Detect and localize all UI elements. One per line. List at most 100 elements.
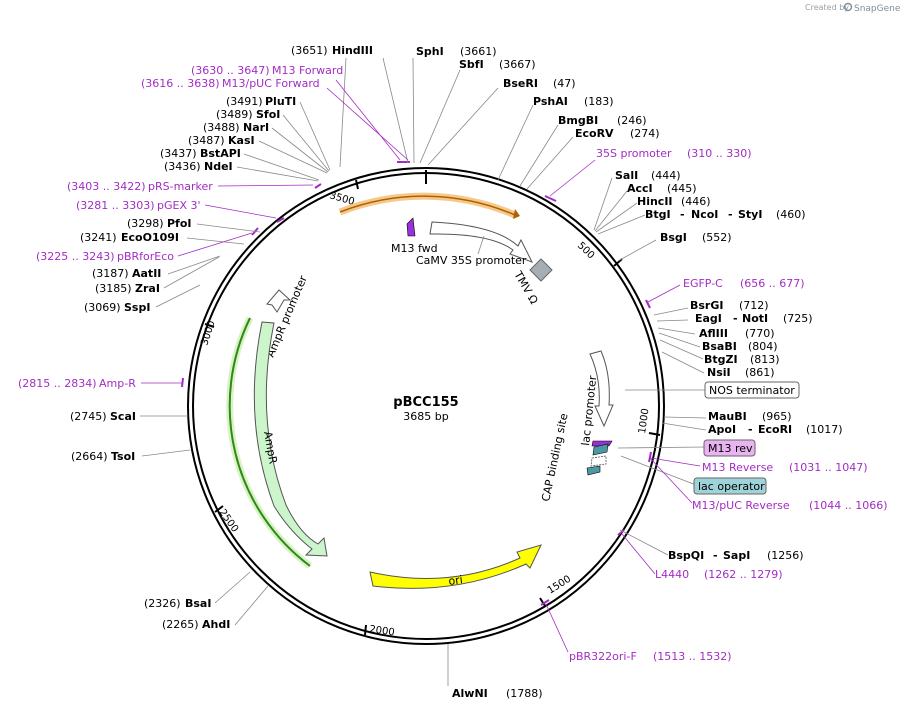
credit-brand: SnapGene (854, 4, 901, 14)
enzyme-hindiii[interactable]: HindIII (332, 44, 373, 57)
cap-binding-site-feature[interactable] (586, 465, 601, 476)
svg-text:-: - (680, 208, 685, 221)
svg-text:-: - (733, 312, 738, 325)
primer-l4440[interactable]: L4440 (655, 568, 689, 581)
enzyme-sapi[interactable]: SapI (723, 549, 750, 562)
primer-pbrforeco[interactable]: pBRforEco (117, 250, 174, 263)
enzyme-pfoi[interactable]: PfoI (167, 217, 192, 230)
enzyme-acci[interactable]: AccI (627, 182, 653, 195)
enzyme-aatii[interactable]: AatII (132, 267, 161, 280)
tick-label-1000: 1000 (637, 408, 651, 435)
svg-text:(3437): (3437) (160, 147, 197, 160)
tmv-omega-feature[interactable] (529, 258, 553, 282)
primer-m13-reverse[interactable]: M13 Reverse (702, 461, 773, 474)
tick-mark-2000 (364, 624, 367, 636)
primer-amp-r[interactable]: Amp-R (99, 377, 136, 390)
svg-text:(3489): (3489) (216, 108, 253, 121)
enzyme-hincii[interactable]: HincII (637, 195, 673, 208)
svg-text:(3403 .. 3422): (3403 .. 3422) (67, 180, 146, 193)
enzyme-nari[interactable]: NarI (243, 121, 269, 134)
enzyme-ecori[interactable]: EcoRI (758, 423, 792, 436)
enzyme-sbfi[interactable]: SbfI (459, 58, 484, 71)
enzyme-ndei[interactable]: NdeI (204, 160, 233, 173)
svg-text:(3616 .. 3638): (3616 .. 3638) (141, 77, 220, 90)
m13-rev-box[interactable] (703, 439, 756, 457)
enzyme-noti[interactable]: NotI (742, 312, 768, 325)
svg-text:(3488): (3488) (203, 121, 240, 134)
enzyme-apoi[interactable]: ApoI (708, 423, 736, 436)
svg-text:(861): (861) (745, 366, 775, 379)
enzyme-ahdi[interactable]: AhdI (202, 618, 230, 631)
primer-m13-puc-reverse[interactable]: M13/pUC Reverse (692, 499, 790, 512)
svg-text:(2815 .. 2834): (2815 .. 2834) (18, 377, 97, 390)
enzyme-sspi[interactable]: SspI (124, 301, 150, 314)
enzyme-kasi[interactable]: KasI (228, 134, 255, 147)
primer-35s-promoter[interactable]: 35S promoter (596, 147, 672, 160)
enzyme-sphi[interactable]: SphI (416, 45, 444, 58)
svg-text:(444): (444) (651, 169, 681, 182)
enzyme-nsii[interactable]: NsiI (707, 366, 731, 379)
enzyme-maubi[interactable]: MauBI (708, 410, 747, 423)
enzyme-scai[interactable]: ScaI (110, 410, 136, 423)
ampr-label: AmpR (261, 430, 280, 465)
enzyme-pshai[interactable]: PshAI (533, 95, 568, 108)
tick-mark-3000 (204, 323, 215, 328)
plasmid-size: 3685 bp (403, 410, 448, 423)
svg-text:(183): (183) (584, 95, 614, 108)
ampr-promoter-feature[interactable] (266, 289, 292, 313)
enzyme-zrai[interactable]: ZraI (135, 282, 160, 295)
enzyme-sfoi[interactable]: SfoI (256, 108, 280, 121)
svg-text:(804): (804) (748, 340, 778, 353)
ori-feature[interactable] (369, 544, 542, 589)
enzyme-bsabi[interactable]: BsaBI (702, 340, 737, 353)
svg-text:(656 .. 677): (656 .. 677) (740, 277, 805, 290)
primer-m13-forward[interactable]: M13 Forward (272, 64, 343, 77)
enzyme-btgi[interactable]: BtgI (645, 208, 671, 221)
enzyme-ecorv[interactable]: EcoRV (575, 127, 614, 140)
camv-promoter-feature[interactable] (429, 221, 534, 263)
enzyme-tsoi[interactable]: TsoI (111, 450, 135, 463)
enzyme-alwni[interactable]: AlwNI (452, 687, 488, 700)
svg-text:-: - (713, 549, 718, 562)
primer-egfp-c[interactable]: EGFP-C (683, 277, 723, 290)
lac-operator-feature[interactable] (592, 443, 609, 456)
primer-m13-puc-forward[interactable]: M13/pUC Forward (222, 77, 320, 90)
primer-mark-prs-marker (314, 183, 322, 189)
ampr-feature[interactable] (253, 321, 328, 557)
svg-text:(310 .. 330): (310 .. 330) (687, 147, 752, 160)
svg-text:(712): (712) (739, 299, 769, 312)
lac-promoter-small-feature[interactable] (590, 455, 607, 467)
svg-text:(3661): (3661) (460, 45, 497, 58)
m13-fwd-feature[interactable] (406, 217, 416, 237)
lac-operator-label: lac operator (698, 480, 765, 493)
enzyme-bsai[interactable]: BsaI (185, 597, 211, 610)
svg-text:(1788): (1788) (506, 687, 543, 700)
enzyme-styi[interactable]: StyI (738, 208, 762, 221)
enzyme-bseri[interactable]: BseRI (503, 77, 538, 90)
nos-terminator-box[interactable] (704, 381, 800, 399)
enzyme-eagi[interactable]: EagI (695, 312, 722, 325)
enzyme-bstapi[interactable]: BstAPI (200, 147, 241, 160)
enzyme-afliii[interactable]: AflIII (699, 327, 728, 340)
enzyme-sali[interactable]: SalI (615, 169, 638, 182)
primer-pgex3[interactable]: pGEX 3' (157, 199, 201, 212)
enzyme-ecoo109i[interactable]: EcoO109I (121, 231, 179, 244)
m13-fwd-label: M13 fwd (391, 242, 438, 255)
enzyme-pluti[interactable]: PluTI (265, 95, 296, 108)
cap-binding-site-label: CAP binding site (539, 412, 570, 503)
primer-prs-marker[interactable]: pRS-marker (148, 180, 213, 193)
primer-pbr322ori-f[interactable]: pBR322ori-F (569, 650, 637, 663)
enzyme-bmgbi[interactable]: BmgBI (558, 114, 598, 127)
svg-text:(965): (965) (762, 410, 792, 423)
enzyme-btgzi[interactable]: BtgZI (704, 353, 738, 366)
enzyme-bsgi[interactable]: BsgI (660, 231, 687, 244)
enzyme-bspqi[interactable]: BspQI (668, 549, 704, 562)
ampr-band (228, 317, 311, 567)
lac-promoter-feature[interactable] (589, 350, 614, 428)
lac-operator-box[interactable] (693, 477, 767, 495)
primer-marks (181, 161, 652, 606)
left-enzyme-labels: (3651) HindIII (3491) PluTI (3489) SfoI … (70, 44, 373, 631)
enzyme-bsrgi[interactable]: BsrGI (690, 299, 723, 312)
enzyme-ncoi[interactable]: NcoI (691, 208, 718, 221)
